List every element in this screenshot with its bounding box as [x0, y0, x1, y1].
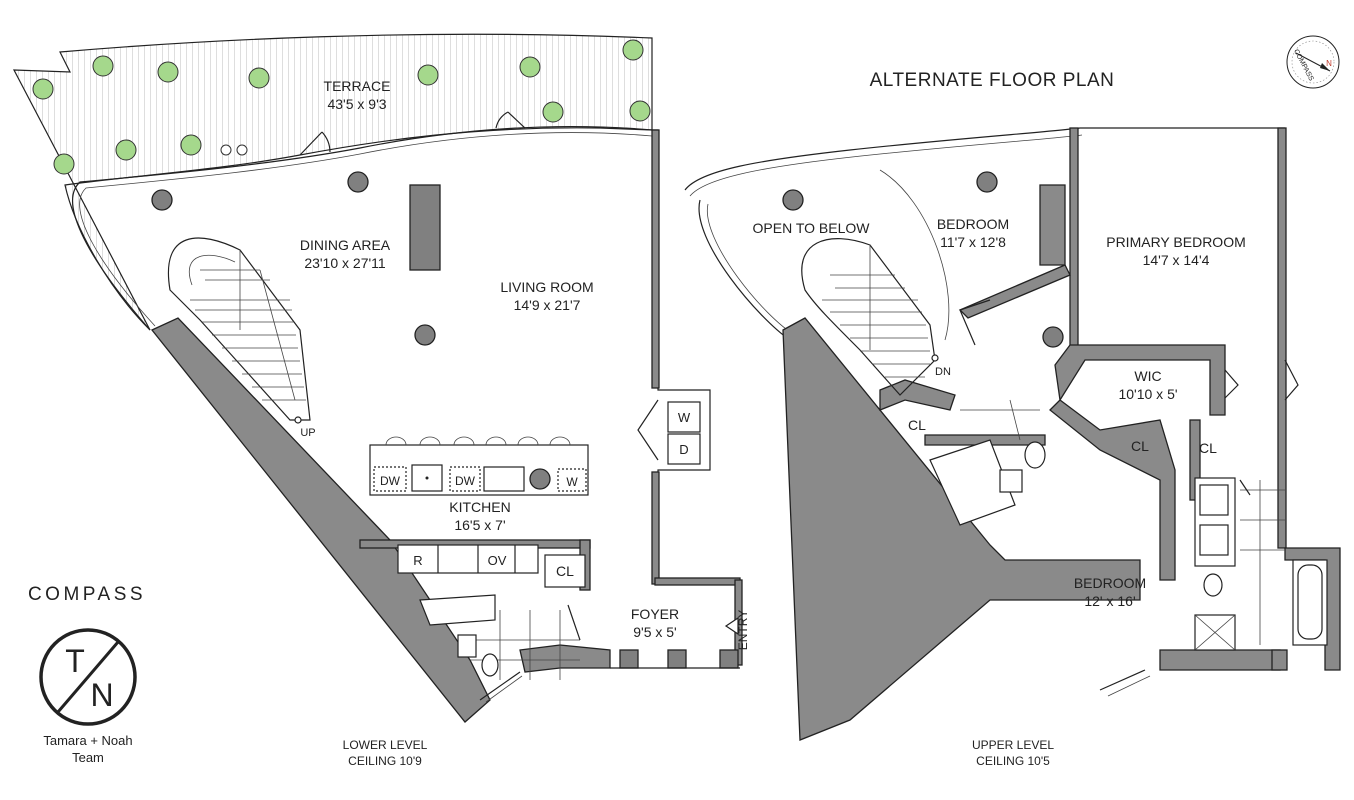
compass-north: N	[1326, 59, 1332, 68]
brand-wordmark: COMPASS	[28, 584, 146, 605]
living-name: LIVING ROOM	[500, 279, 593, 295]
dining-dims: 23'10 x 27'11	[304, 255, 386, 271]
washer-mark: W	[678, 410, 691, 425]
upper-level-ceiling: CEILING 10'5	[976, 754, 1050, 768]
primary-bedroom-dims: 14'7 x 14'4	[1143, 252, 1210, 268]
kitchen-island	[369, 436, 589, 496]
upper-bath-2	[1194, 477, 1328, 651]
terrace-deck	[12, 33, 653, 331]
lower-west-wall	[150, 317, 491, 723]
upper-bath-1	[929, 399, 1046, 526]
monogram-t: T	[65, 643, 85, 679]
kitchen-closet-mark: CL	[556, 563, 574, 579]
upper-west-wall	[782, 317, 1141, 741]
laundry-closet	[637, 399, 701, 465]
terrace-name: TERRACE	[324, 78, 391, 94]
upper-level-plan	[684, 127, 1341, 741]
team-name-line2: Team	[72, 750, 104, 765]
stair-down-mark: DN	[935, 366, 951, 378]
monogram-n: N	[90, 677, 113, 713]
upper-closet-3-mark: CL	[1199, 440, 1217, 456]
oven-mark: OV	[488, 553, 507, 568]
upper-level-label: UPPER LEVEL	[972, 738, 1054, 752]
kitchen-name: KITCHEN	[449, 499, 510, 515]
kitchen-counter	[397, 544, 586, 588]
lower-level-label: LOWER LEVEL	[343, 738, 428, 752]
dining-name: DINING AREA	[300, 237, 391, 253]
dishwasher-1-mark: DW	[380, 474, 401, 488]
team-name-line1: Tamara + Noah	[43, 733, 132, 748]
bedroom2-dims: 12' x 16'	[1084, 593, 1135, 609]
fireplace-column	[409, 184, 441, 271]
terrace-dims: 43'5 x 9'3	[327, 96, 386, 112]
team-monogram-logo: T N	[39, 628, 137, 726]
open-to-below-name: OPEN TO BELOW	[753, 220, 871, 236]
foyer-name: FOYER	[631, 606, 679, 622]
bedroom1-name: BEDROOM	[937, 216, 1009, 232]
entry-mark: ENTRY	[736, 610, 750, 650]
refrigerator-mark: R	[413, 553, 422, 568]
living-dims: 14'9 x 21'7	[514, 297, 581, 313]
primary-bedroom-name: PRIMARY BEDROOM	[1106, 234, 1246, 250]
lower-level-plan	[12, 33, 743, 723]
lower-level-ceiling: CEILING 10'9	[348, 754, 422, 768]
powder-room	[419, 594, 581, 680]
compass-rose-icon: COMPASS N	[1286, 35, 1340, 89]
upper-closet-1-mark: CL	[908, 417, 926, 433]
upper-staircase	[801, 169, 950, 396]
bedroom1-dims: 11'7 x 12'8	[940, 234, 1006, 250]
stair-up-mark: UP	[300, 427, 315, 439]
wic-dims: 10'10 x 5'	[1118, 386, 1177, 402]
column	[151, 189, 173, 211]
terrace-railing	[72, 125, 653, 331]
column	[347, 171, 369, 193]
terrace-planters	[32, 39, 651, 175]
foyer-dims: 9'5 x 5'	[633, 624, 676, 640]
dishwasher-2-mark: DW	[455, 474, 476, 488]
upper-closet-2-mark: CL	[1131, 438, 1149, 454]
column	[414, 324, 436, 346]
kitchen-dims: 16'5 x 7'	[454, 517, 505, 533]
plan-title: ALTERNATE FLOOR PLAN	[870, 70, 1115, 91]
wic-name: WIC	[1134, 368, 1161, 384]
bedroom2-name: BEDROOM	[1074, 575, 1146, 591]
wine-fridge-mark: W	[566, 475, 578, 489]
lower-staircase	[167, 237, 311, 424]
dryer-mark: D	[679, 442, 688, 457]
